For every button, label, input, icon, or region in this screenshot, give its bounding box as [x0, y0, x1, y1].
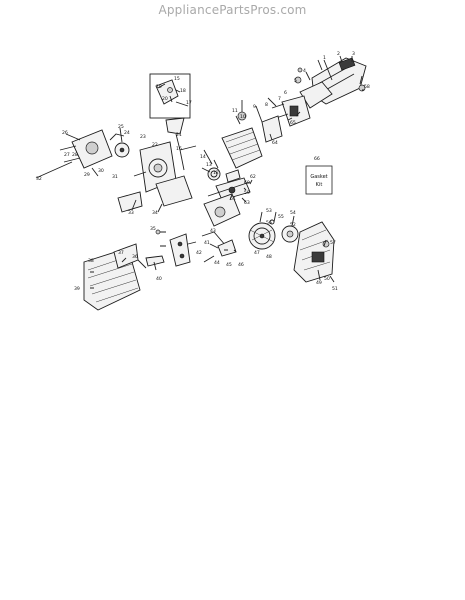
callout-30: 30 — [98, 168, 104, 174]
callout-11: 11 — [232, 108, 238, 114]
callout-35: 35 — [150, 226, 156, 232]
callout-37: 37 — [118, 250, 124, 256]
watermark-text: AppliancePartsPros.com — [158, 3, 307, 17]
cylinder-assembly — [221, 100, 263, 169]
callout-44: 44 — [214, 260, 220, 266]
callout-23: 23 — [140, 134, 146, 140]
callout-40: 40 — [156, 276, 162, 282]
callout-59: 59 — [244, 190, 250, 196]
callout-24: 24 — [124, 130, 130, 136]
callout-42: 42 — [196, 250, 202, 256]
callout-13: 13 — [206, 162, 212, 168]
pull-cord-handle — [145, 229, 165, 267]
callout-48: 48 — [266, 254, 272, 260]
callout-36: 36 — [132, 254, 138, 260]
callout-43: 43 — [210, 228, 216, 234]
leader-lines — [35, 55, 364, 289]
callout-49: 49 — [316, 280, 322, 286]
callout-53: 53 — [266, 208, 272, 214]
callout-57: 57 — [330, 240, 336, 246]
ignition-module — [169, 233, 191, 267]
callout-8: 8 — [265, 102, 268, 108]
carburetor — [271, 95, 311, 127]
piston-rings — [207, 167, 241, 183]
callout-65: 65 — [290, 120, 296, 126]
clutch-drum — [269, 219, 299, 243]
crankshaft — [207, 177, 251, 201]
callout-numbers: 1 2 3 4 5 6 7 8 9 10 11 12 13 14 15 16 1… — [36, 51, 370, 292]
fan-housing — [139, 141, 197, 193]
callout-15: 15 — [174, 76, 180, 82]
callout-56: 56 — [266, 220, 272, 226]
callout-32: 32 — [36, 176, 42, 182]
callout-41: 41 — [204, 240, 210, 246]
callout-63: 63 — [244, 200, 250, 206]
flywheel — [248, 222, 276, 250]
callout-34: 34 — [152, 210, 158, 216]
callout-45: 45 — [226, 262, 232, 268]
gasket-kit-box: Gasket Kit — [305, 165, 333, 195]
kit-label-line2: Kit — [316, 182, 323, 188]
callout-12: 12 — [213, 170, 219, 176]
callout-62: 62 — [250, 174, 256, 180]
callout-60: 60 — [244, 180, 250, 186]
callout-21: 21 — [176, 132, 182, 138]
callout-66: 66 — [314, 156, 320, 162]
callout-4: 4 — [303, 68, 306, 74]
callout-33: 33 — [128, 210, 134, 216]
starter-housing — [59, 129, 113, 169]
callout-64: 64 — [272, 140, 278, 146]
callout-14: 14 — [200, 154, 206, 160]
callout-9: 9 — [253, 104, 256, 110]
kit-label-line1: Gasket — [310, 174, 327, 180]
recoil-pulley — [109, 133, 130, 158]
callout-25: 25 — [118, 124, 124, 130]
callout-58: 58 — [364, 84, 370, 90]
callout-2: 2 — [337, 51, 340, 57]
callout-18: 18 — [180, 88, 186, 94]
callout-54: 54 — [290, 210, 296, 216]
callout-10: 10 — [240, 114, 246, 120]
crankcase — [203, 193, 241, 227]
fan-cover — [83, 243, 147, 311]
gear-housing — [293, 221, 335, 283]
callout-55: 55 — [278, 214, 284, 220]
callout-29: 29 — [84, 172, 90, 178]
callout-61: 61 — [230, 196, 236, 202]
callout-1: 1 — [323, 55, 326, 61]
callout-5: 5 — [294, 78, 297, 84]
callout-16: 16 — [176, 146, 182, 152]
callout-47: 47 — [254, 250, 260, 256]
carb-gasket — [261, 115, 283, 143]
callout-50: 50 — [324, 276, 330, 282]
callout-51: 51 — [332, 286, 338, 292]
callout-20: 20 — [162, 96, 168, 102]
callout-22: 22 — [152, 142, 158, 148]
shroud-plate — [117, 175, 193, 213]
callout-28: 28 — [72, 152, 78, 158]
callout-6: 6 — [284, 90, 287, 96]
callout-3: 3 — [352, 51, 355, 57]
callout-26: 26 — [62, 130, 68, 136]
callout-17: 17 — [186, 100, 192, 106]
callout-46: 46 — [238, 262, 244, 268]
callout-19: 19 — [156, 84, 162, 90]
callout-27: 27 — [64, 152, 70, 158]
callout-31: 31 — [112, 174, 118, 180]
callout-52: 52 — [290, 222, 296, 228]
callout-39: 39 — [74, 286, 80, 292]
filter-element — [294, 59, 333, 109]
callout-38: 38 — [88, 258, 94, 264]
callout-7: 7 — [278, 96, 281, 102]
